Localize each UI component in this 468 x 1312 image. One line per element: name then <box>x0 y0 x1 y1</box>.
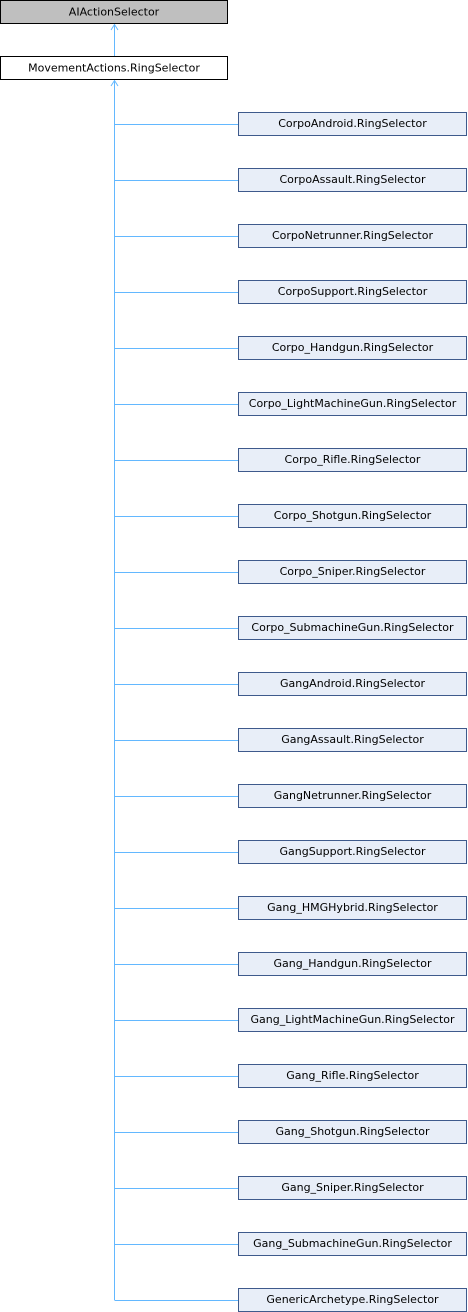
middle-node[interactable]: MovementActions.RingSelector <box>0 56 228 80</box>
child-node-box <box>238 784 467 808</box>
child-node-box <box>238 896 467 920</box>
child-node-box <box>238 840 467 864</box>
root-node[interactable]: AIActionSelector <box>0 0 228 24</box>
child-node[interactable]: GangAndroid.RingSelector <box>238 672 467 696</box>
child-node[interactable]: Gang_HMGHybrid.RingSelector <box>238 896 467 920</box>
child-node-label: CorpoAndroid.RingSelector <box>278 117 427 130</box>
child-node-label: GangNetrunner.RingSelector <box>274 789 432 802</box>
child-node[interactable]: Corpo_Handgun.RingSelector <box>238 336 467 360</box>
arrow-head-middle <box>110 79 119 87</box>
child-node-box <box>238 280 467 304</box>
child-node[interactable]: GangAssault.RingSelector <box>238 728 467 752</box>
child-node-box <box>238 1120 467 1144</box>
child-node[interactable]: Corpo_SubmachineGun.RingSelector <box>238 616 467 640</box>
child-node-label: Corpo_Handgun.RingSelector <box>272 341 434 354</box>
child-node[interactable]: CorpoSupport.RingSelector <box>238 280 467 304</box>
child-node-box <box>238 392 467 416</box>
child-node-label: GangSupport.RingSelector <box>279 845 426 858</box>
child-node-box <box>238 952 467 976</box>
child-node[interactable]: Corpo_Sniper.RingSelector <box>238 560 467 584</box>
children-layer: CorpoAndroid.RingSelectorCorpoAssault.Ri… <box>238 112 467 1312</box>
child-node-label: Corpo_Sniper.RingSelector <box>280 565 426 578</box>
root-node-box <box>0 0 228 24</box>
child-node[interactable]: Corpo_Shotgun.RingSelector <box>238 504 467 528</box>
child-node-box <box>238 504 467 528</box>
child-node-box <box>238 224 467 248</box>
edges-layer <box>110 23 239 1301</box>
child-node[interactable]: Corpo_Rifle.RingSelector <box>238 448 467 472</box>
child-node-label: CorpoAssault.RingSelector <box>279 173 426 186</box>
child-node[interactable]: Gang_Rifle.RingSelector <box>238 1064 467 1088</box>
child-node-label: Gang_SubmachineGun.RingSelector <box>253 1237 452 1250</box>
child-node-box <box>238 616 467 640</box>
child-node-label: Gang_Shotgun.RingSelector <box>276 1125 430 1138</box>
child-node[interactable]: GangSupport.RingSelector <box>238 840 467 864</box>
child-node[interactable]: Corpo_LightMachineGun.RingSelector <box>238 392 467 416</box>
child-node-label: Corpo_Shotgun.RingSelector <box>274 509 432 522</box>
child-node-label: Corpo_LightMachineGun.RingSelector <box>249 397 457 410</box>
child-node-box <box>238 448 467 472</box>
child-node-box <box>238 1064 467 1088</box>
child-node-label: Corpo_SubmachineGun.RingSelector <box>251 621 454 634</box>
child-node[interactable]: GenericArchetype.RingSelector <box>238 1288 467 1312</box>
child-node-box <box>238 560 467 584</box>
child-node[interactable]: Gang_SubmachineGun.RingSelector <box>238 1232 467 1256</box>
child-node-box <box>238 1008 467 1032</box>
child-node-box <box>238 1232 467 1256</box>
child-node-label: CorpoNetrunner.RingSelector <box>272 229 433 242</box>
child-node-label: CorpoSupport.RingSelector <box>278 285 428 298</box>
child-node[interactable]: CorpoNetrunner.RingSelector <box>238 224 467 248</box>
child-node-label: Gang_LightMachineGun.RingSelector <box>250 1013 454 1026</box>
child-node-box <box>238 672 467 696</box>
child-node-box <box>238 336 467 360</box>
child-node-box <box>238 728 467 752</box>
child-node[interactable]: Gang_Handgun.RingSelector <box>238 952 467 976</box>
child-node-label: GangAndroid.RingSelector <box>280 677 426 690</box>
child-node[interactable]: Gang_LightMachineGun.RingSelector <box>238 1008 467 1032</box>
middle-node-box <box>0 56 228 80</box>
child-node[interactable]: GangNetrunner.RingSelector <box>238 784 467 808</box>
child-node-box <box>238 112 467 136</box>
child-node-label: Gang_Handgun.RingSelector <box>274 957 432 970</box>
child-node[interactable]: Gang_Sniper.RingSelector <box>238 1176 467 1200</box>
child-node-label: Corpo_Rifle.RingSelector <box>285 453 421 466</box>
child-node-label: GenericArchetype.RingSelector <box>266 1293 439 1306</box>
child-node-box <box>238 1176 467 1200</box>
child-node-label: Gang_Sniper.RingSelector <box>281 1181 424 1194</box>
child-node-label: GangAssault.RingSelector <box>281 733 424 746</box>
child-node-label: Gang_HMGHybrid.RingSelector <box>267 901 438 914</box>
middle-node-label: MovementActions.RingSelector <box>28 62 200 75</box>
child-node[interactable]: Gang_Shotgun.RingSelector <box>238 1120 467 1144</box>
child-node-label: Gang_Rifle.RingSelector <box>286 1069 419 1082</box>
root-node-label: AIActionSelector <box>69 6 160 19</box>
child-node-box <box>238 168 467 192</box>
child-node[interactable]: CorpoAssault.RingSelector <box>238 168 467 192</box>
child-node[interactable]: CorpoAndroid.RingSelector <box>238 112 467 136</box>
arrow-head-root <box>110 23 119 31</box>
